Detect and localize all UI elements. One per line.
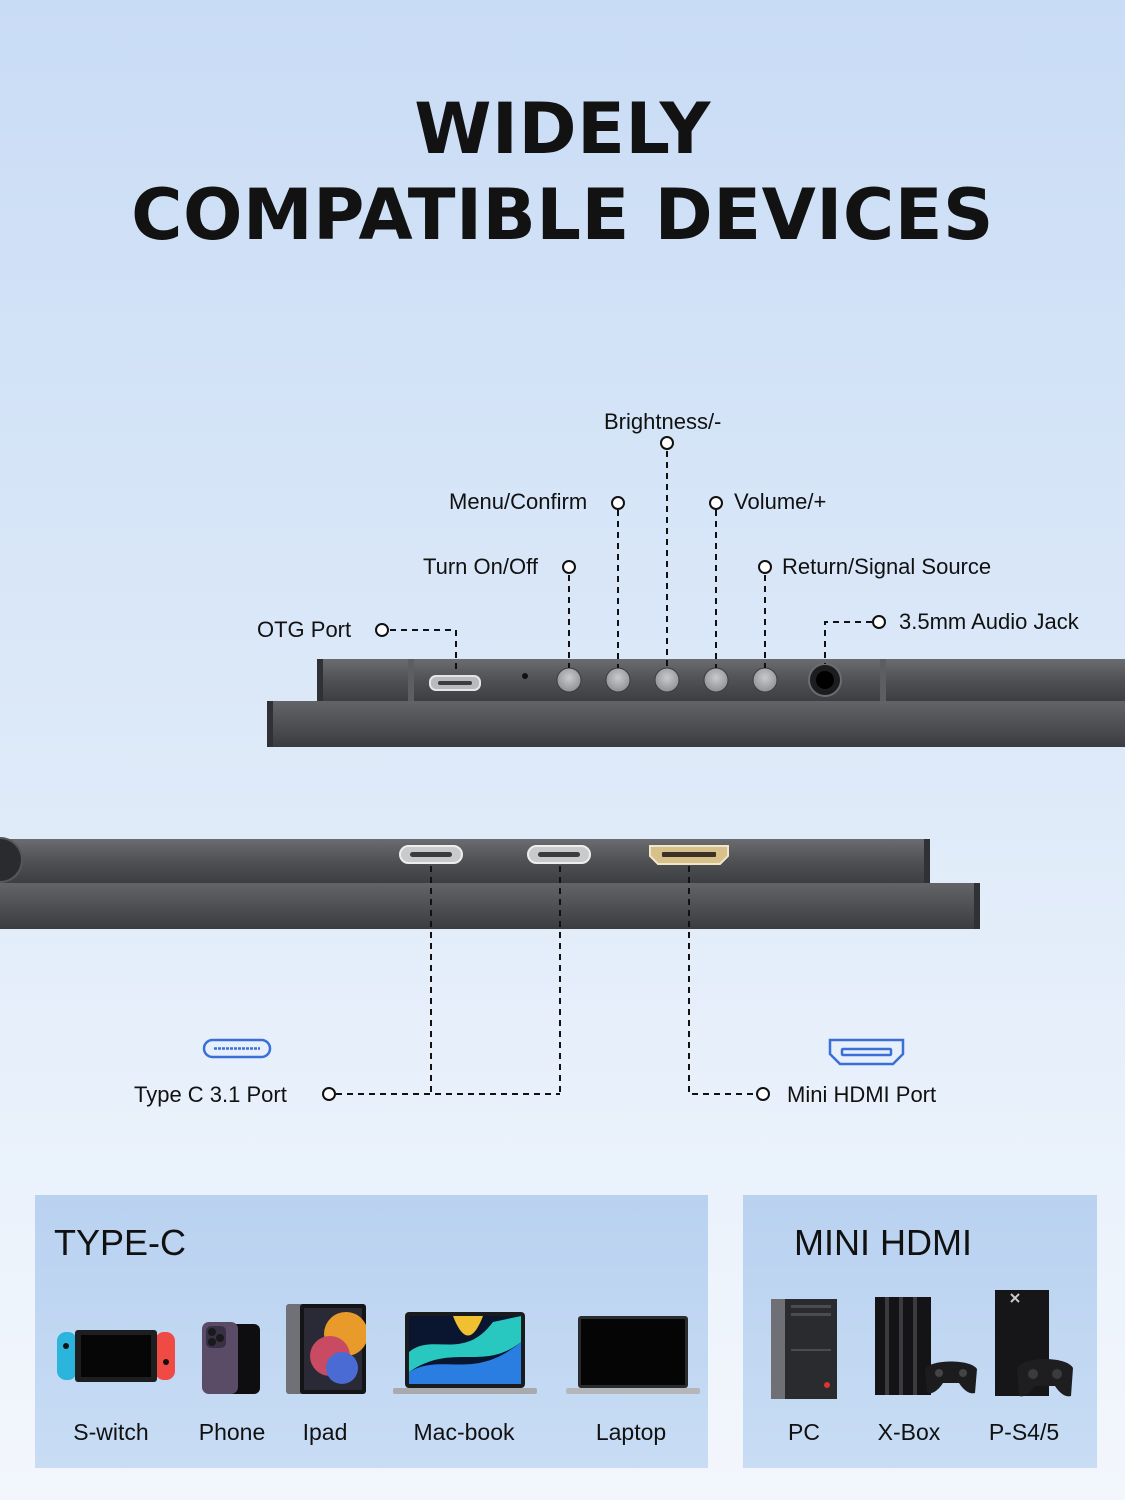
volume-label: Volume/+ <box>734 489 827 514</box>
brightness-button <box>654 667 680 693</box>
device-label-laptop: Laptop <box>595 1419 667 1445</box>
device-label-ipad: Ipad <box>302 1419 348 1445</box>
typec-port-2-graphic <box>527 845 591 864</box>
macbook-icon <box>393 1312 537 1394</box>
mini-hdmi-panel-title: MINI HDMI <box>794 1222 972 1263</box>
audio-jack-label: 3.5mm Audio Jack <box>899 609 1079 634</box>
hdmi-icon <box>828 1038 905 1066</box>
mini-hdmi-port-graphic <box>649 845 729 865</box>
return-button <box>752 667 778 693</box>
pc-tower-icon <box>771 1299 837 1399</box>
menu-button <box>605 667 631 693</box>
menu-confirm-label: Menu/Confirm <box>449 489 588 514</box>
device-label-switch: S-witch <box>73 1419 149 1445</box>
typec-port-1-graphic <box>399 845 463 864</box>
device-label-phone: Phone <box>198 1419 266 1445</box>
console-icon <box>875 1297 977 1395</box>
callout-markers-top <box>375 436 886 637</box>
laptop-icon <box>566 1316 700 1394</box>
phone-icon <box>202 1322 260 1394</box>
device-label-macbook: Mac-book <box>413 1419 515 1445</box>
power-label: Turn On/Off <box>423 554 538 579</box>
device-label-ps: P-S4/5 <box>988 1419 1060 1445</box>
switch-console-icon <box>57 1330 175 1382</box>
gamepad-icon <box>995 1290 1073 1397</box>
monitor-bottom-side <box>0 837 980 929</box>
volume-button <box>703 667 729 693</box>
monitor-top-side <box>267 659 1125 747</box>
otg-port-label: OTG Port <box>257 617 352 642</box>
brightness-label: Brightness/- <box>604 409 722 434</box>
typec-panel-title: TYPE-C <box>54 1222 187 1263</box>
device-label-xbox: X-Box <box>877 1419 941 1445</box>
power-button <box>556 667 582 693</box>
page-title-line-2: COMPATIBLE DEVICES <box>131 174 994 256</box>
port-diagram <box>0 436 1125 1101</box>
typec-port-label: Type C 3.1 Port <box>134 1082 287 1107</box>
otg-port-graphic <box>429 675 481 691</box>
callout-markers-bottom <box>322 1087 770 1101</box>
mic-hole <box>522 673 528 679</box>
mini-hdmi-devices-panel: MINI HDMI PC X-Box P-S4/5 <box>743 1195 1097 1468</box>
mini-hdmi-port-label: Mini HDMI Port <box>787 1082 937 1107</box>
typec-devices-panel: TYPE-C S-witch Phone Ipad Mac-bo <box>35 1195 708 1468</box>
device-label-pc: PC <box>788 1419 820 1445</box>
page-title-line-1: WIDELY <box>414 88 711 170</box>
return-signal-label: Return/Signal Source <box>782 554 992 579</box>
usb-c-icon <box>202 1038 272 1059</box>
tablet-icon <box>286 1304 366 1394</box>
